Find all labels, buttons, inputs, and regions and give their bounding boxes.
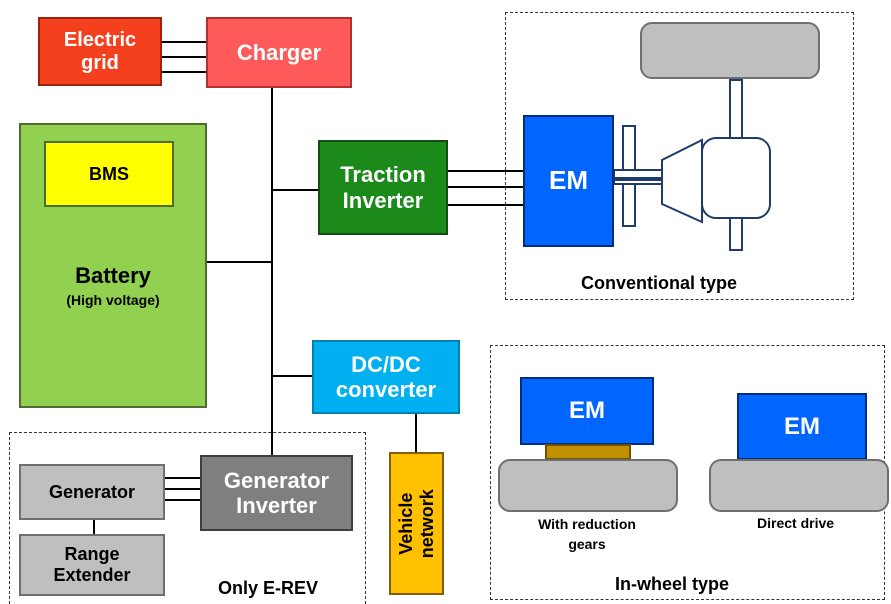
charger-label: Charger [236,39,322,65]
generator-inverter-line1: Generator [223,467,330,493]
em-direct-block: EM [737,393,867,460]
vehicle-network-block: Vehicle network [389,452,444,595]
direct-drive-label: Direct drive [757,515,835,531]
electric-grid-line2: grid [81,51,119,74]
generator-block: Generator [19,464,165,520]
traction-inverter-line2: Inverter [342,187,424,213]
conventional-type-label: Conventional type [581,273,738,293]
range-extender-line1: Range [64,544,120,565]
em-main-block: EM [523,115,614,247]
traction-inverter-block: Traction Inverter [318,140,448,235]
upper-axle [729,79,743,139]
lower-axle [729,217,743,251]
em-direct-label: EM [784,412,820,440]
conventional-drivetrain [613,79,771,251]
with-reduction-label: With reduction gears [538,516,636,552]
battery-sublabel: (High voltage) [66,292,160,309]
generator-label: Generator [48,481,136,502]
range-extender-block: Range Extender [19,534,165,596]
conventional-wheel [640,22,820,79]
electric-grid-line1: Electric [63,28,137,51]
em-main-label: EM [549,165,588,196]
generator-inverter-line2: Inverter [236,493,317,518]
conventional-type-group [505,12,854,300]
dcdc-converter-block: DC/DC converter [312,340,460,414]
vehicle-network-line2: network [416,488,437,559]
erev-group [9,432,366,604]
bms-label: BMS [89,163,129,184]
reduction-wheel [498,459,678,512]
traction-inverter-line1: Traction [340,162,426,188]
electric-grid-block: Electric grid [38,17,162,86]
inwheel-type-label: In-wheel type [615,574,730,594]
vehicle-network-line1: Vehicle [395,492,416,555]
bevel-gear [661,138,703,224]
generator-inverter-block: Generator Inverter [200,455,353,531]
direct-drive-wheel [709,459,889,512]
em-reduction-block: EM [520,377,654,445]
only-erev-label: Only E-REV [218,578,319,598]
reduction-gear-block [545,444,631,460]
bms-block: BMS [44,141,174,207]
battery-label: Battery [75,262,151,288]
dcdc-line2: converter [335,377,437,402]
charger-block: Charger [206,17,352,88]
dcdc-line1: DC/DC [351,351,421,377]
range-extender-line2: Extender [53,565,131,585]
em-reduction-label: EM [569,397,605,425]
